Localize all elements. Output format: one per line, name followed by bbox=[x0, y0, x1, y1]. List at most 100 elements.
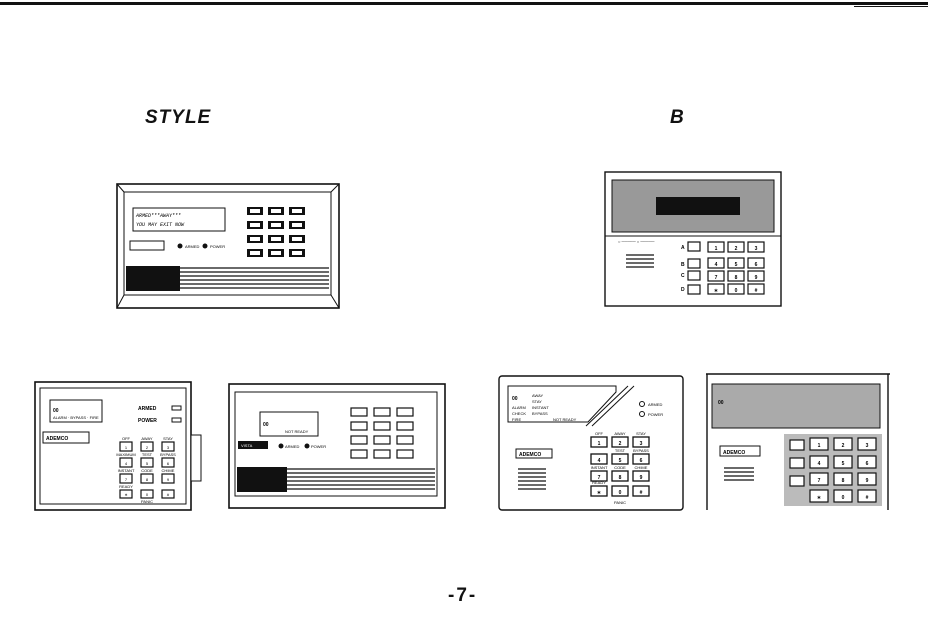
keypad-c-maximum-label: MAXIMUM bbox=[116, 452, 135, 457]
svg-text:0: 0 bbox=[146, 492, 149, 497]
keypad-e-instant: INSTANT bbox=[532, 405, 549, 410]
svg-text:9: 9 bbox=[866, 478, 869, 484]
keypad-d-brand: VISTA bbox=[241, 443, 253, 448]
svg-text:2: 2 bbox=[842, 443, 845, 449]
svg-text:3: 3 bbox=[866, 443, 869, 449]
keypad-b-illustration: ○ ───── ○ ───── A B C D 1 2 3 4 5 6 7 8 9 ∗ 0 # bbox=[604, 171, 782, 307]
svg-text:4: 4 bbox=[818, 461, 821, 467]
keypad-c-bypass-label: BYPASS bbox=[160, 452, 176, 457]
svg-text:7: 7 bbox=[818, 478, 821, 484]
svg-text:0: 0 bbox=[619, 490, 622, 496]
svg-text:3: 3 bbox=[755, 246, 758, 252]
keypad-e-chime-label: CHIME bbox=[635, 465, 648, 470]
keypad-e-illustration: 00 AWAY STAY ALARM INSTANT CHECK BYPASS … bbox=[498, 375, 684, 511]
svg-text:2: 2 bbox=[735, 246, 738, 252]
keypad-e-test-label: TEST bbox=[615, 448, 626, 453]
svg-text:1: 1 bbox=[715, 246, 718, 252]
keypad-e-ready-label: READY bbox=[592, 480, 606, 485]
svg-text:C: C bbox=[681, 273, 685, 279]
keypad-e-code-label: CODE bbox=[614, 465, 626, 470]
svg-text:∗: ∗ bbox=[817, 495, 821, 501]
style-b-heading: B bbox=[670, 107, 684, 128]
svg-text:○ ───── ○ ─────: ○ ───── ○ ───── bbox=[618, 239, 655, 244]
keypad-c-armed-label: ARMED bbox=[138, 406, 157, 412]
svg-text:1: 1 bbox=[818, 443, 821, 449]
keypad-c-stay-label: STAY bbox=[163, 436, 173, 441]
keypad-e-panic-label: PANIC bbox=[614, 500, 626, 505]
svg-text:1: 1 bbox=[125, 445, 128, 450]
keypad-d-illustration: 00 NOT READY VISTA ARMED POWER bbox=[228, 383, 446, 509]
svg-text:8: 8 bbox=[146, 477, 149, 482]
svg-text:4: 4 bbox=[598, 458, 601, 464]
keypad-a-display-line2: YOU MAY EXIT NOW bbox=[136, 222, 185, 228]
svg-text:5: 5 bbox=[842, 461, 845, 467]
svg-text:∗: ∗ bbox=[124, 492, 127, 497]
svg-text:ALARM · BYPASS · FIRE: ALARM · BYPASS · FIRE bbox=[53, 415, 99, 420]
keypad-e-instant-label: INSTANT bbox=[591, 465, 608, 470]
keypad-e-bypass: BYPASS bbox=[532, 411, 548, 416]
svg-text:6: 6 bbox=[755, 262, 758, 268]
keypad-e-stay-label: STAY bbox=[636, 431, 646, 436]
keypad-e-brand: ADEMCO bbox=[519, 452, 541, 458]
svg-text:5: 5 bbox=[735, 262, 738, 268]
svg-text:∗: ∗ bbox=[714, 288, 718, 294]
svg-text:A: A bbox=[681, 245, 685, 251]
keypad-c-panic-label: PANIC bbox=[141, 499, 153, 504]
svg-text:#: # bbox=[866, 495, 869, 501]
svg-text:6: 6 bbox=[640, 458, 643, 464]
svg-text:5: 5 bbox=[619, 458, 622, 464]
keypad-e-digits: 00 bbox=[512, 396, 518, 402]
svg-text:3: 3 bbox=[167, 445, 170, 450]
keypad-d-power-label: POWER bbox=[311, 444, 326, 449]
svg-text:6: 6 bbox=[866, 461, 869, 467]
svg-text:0: 0 bbox=[842, 495, 845, 501]
svg-text:#: # bbox=[167, 492, 170, 497]
page-number: -7- bbox=[448, 585, 478, 606]
keypad-d-digits: 00 bbox=[263, 422, 269, 428]
svg-text:9: 9 bbox=[640, 475, 643, 481]
svg-text:0: 0 bbox=[735, 288, 738, 294]
keypad-c-off-label: OFF bbox=[122, 436, 131, 441]
keypad-e-away: AWAY bbox=[532, 393, 544, 398]
keypad-e-fire: FIRE bbox=[512, 417, 521, 422]
keypad-a-power-label: POWER bbox=[210, 244, 225, 249]
svg-text:5: 5 bbox=[146, 461, 149, 466]
keypad-e-away-label: AWAY bbox=[614, 431, 626, 436]
header-rule-right bbox=[854, 6, 928, 7]
keypad-c-illustration: 00 ALARM · BYPASS · FIRE ARMED POWER ADE… bbox=[34, 381, 202, 511]
svg-text:B: B bbox=[681, 262, 685, 268]
keypad-d-not-ready: NOT READY bbox=[285, 429, 309, 434]
svg-text:3: 3 bbox=[640, 441, 643, 447]
keypad-c-test-label: TEST bbox=[142, 452, 153, 457]
svg-text:8: 8 bbox=[842, 478, 845, 484]
keypad-e-stay: STAY bbox=[532, 399, 542, 404]
keypad-f-brand: ADEMCO bbox=[723, 450, 745, 456]
svg-text:6: 6 bbox=[167, 461, 170, 466]
svg-text:7: 7 bbox=[125, 477, 128, 482]
style-a-heading: STYLE bbox=[145, 107, 212, 128]
keypad-c-brand: ADEMCO bbox=[46, 436, 68, 442]
svg-text:7: 7 bbox=[598, 475, 601, 481]
keypad-e-off-label: OFF bbox=[595, 431, 604, 436]
keypad-e-armed-label: ARMED bbox=[648, 402, 663, 407]
svg-text:8: 8 bbox=[735, 275, 738, 281]
keypad-c-ready-label: READY bbox=[119, 484, 133, 489]
svg-text:4: 4 bbox=[715, 262, 718, 268]
keypad-e-alarm: ALARM bbox=[512, 405, 526, 410]
keypad-c-instant-label: INSTANT bbox=[118, 468, 135, 473]
svg-text:1: 1 bbox=[598, 441, 601, 447]
keypad-c-code-label: CODE bbox=[141, 468, 153, 473]
svg-text:2: 2 bbox=[146, 445, 149, 450]
keypad-c-digits: 00 bbox=[53, 408, 59, 414]
svg-text:9: 9 bbox=[755, 275, 758, 281]
svg-text:D: D bbox=[681, 287, 685, 293]
keypad-a-display-line1: ARMED***AWAY*** bbox=[135, 213, 181, 219]
keypad-e-not-ready: NOT READY bbox=[553, 417, 577, 422]
svg-text:4: 4 bbox=[125, 461, 128, 466]
header-rule bbox=[0, 2, 928, 5]
svg-text:#: # bbox=[755, 288, 758, 294]
keypad-a-illustration: ARMED***AWAY*** YOU MAY EXIT NOW ARMED P… bbox=[116, 183, 340, 309]
svg-text:7: 7 bbox=[715, 275, 718, 281]
keypad-a-armed-label: ARMED bbox=[185, 244, 200, 249]
